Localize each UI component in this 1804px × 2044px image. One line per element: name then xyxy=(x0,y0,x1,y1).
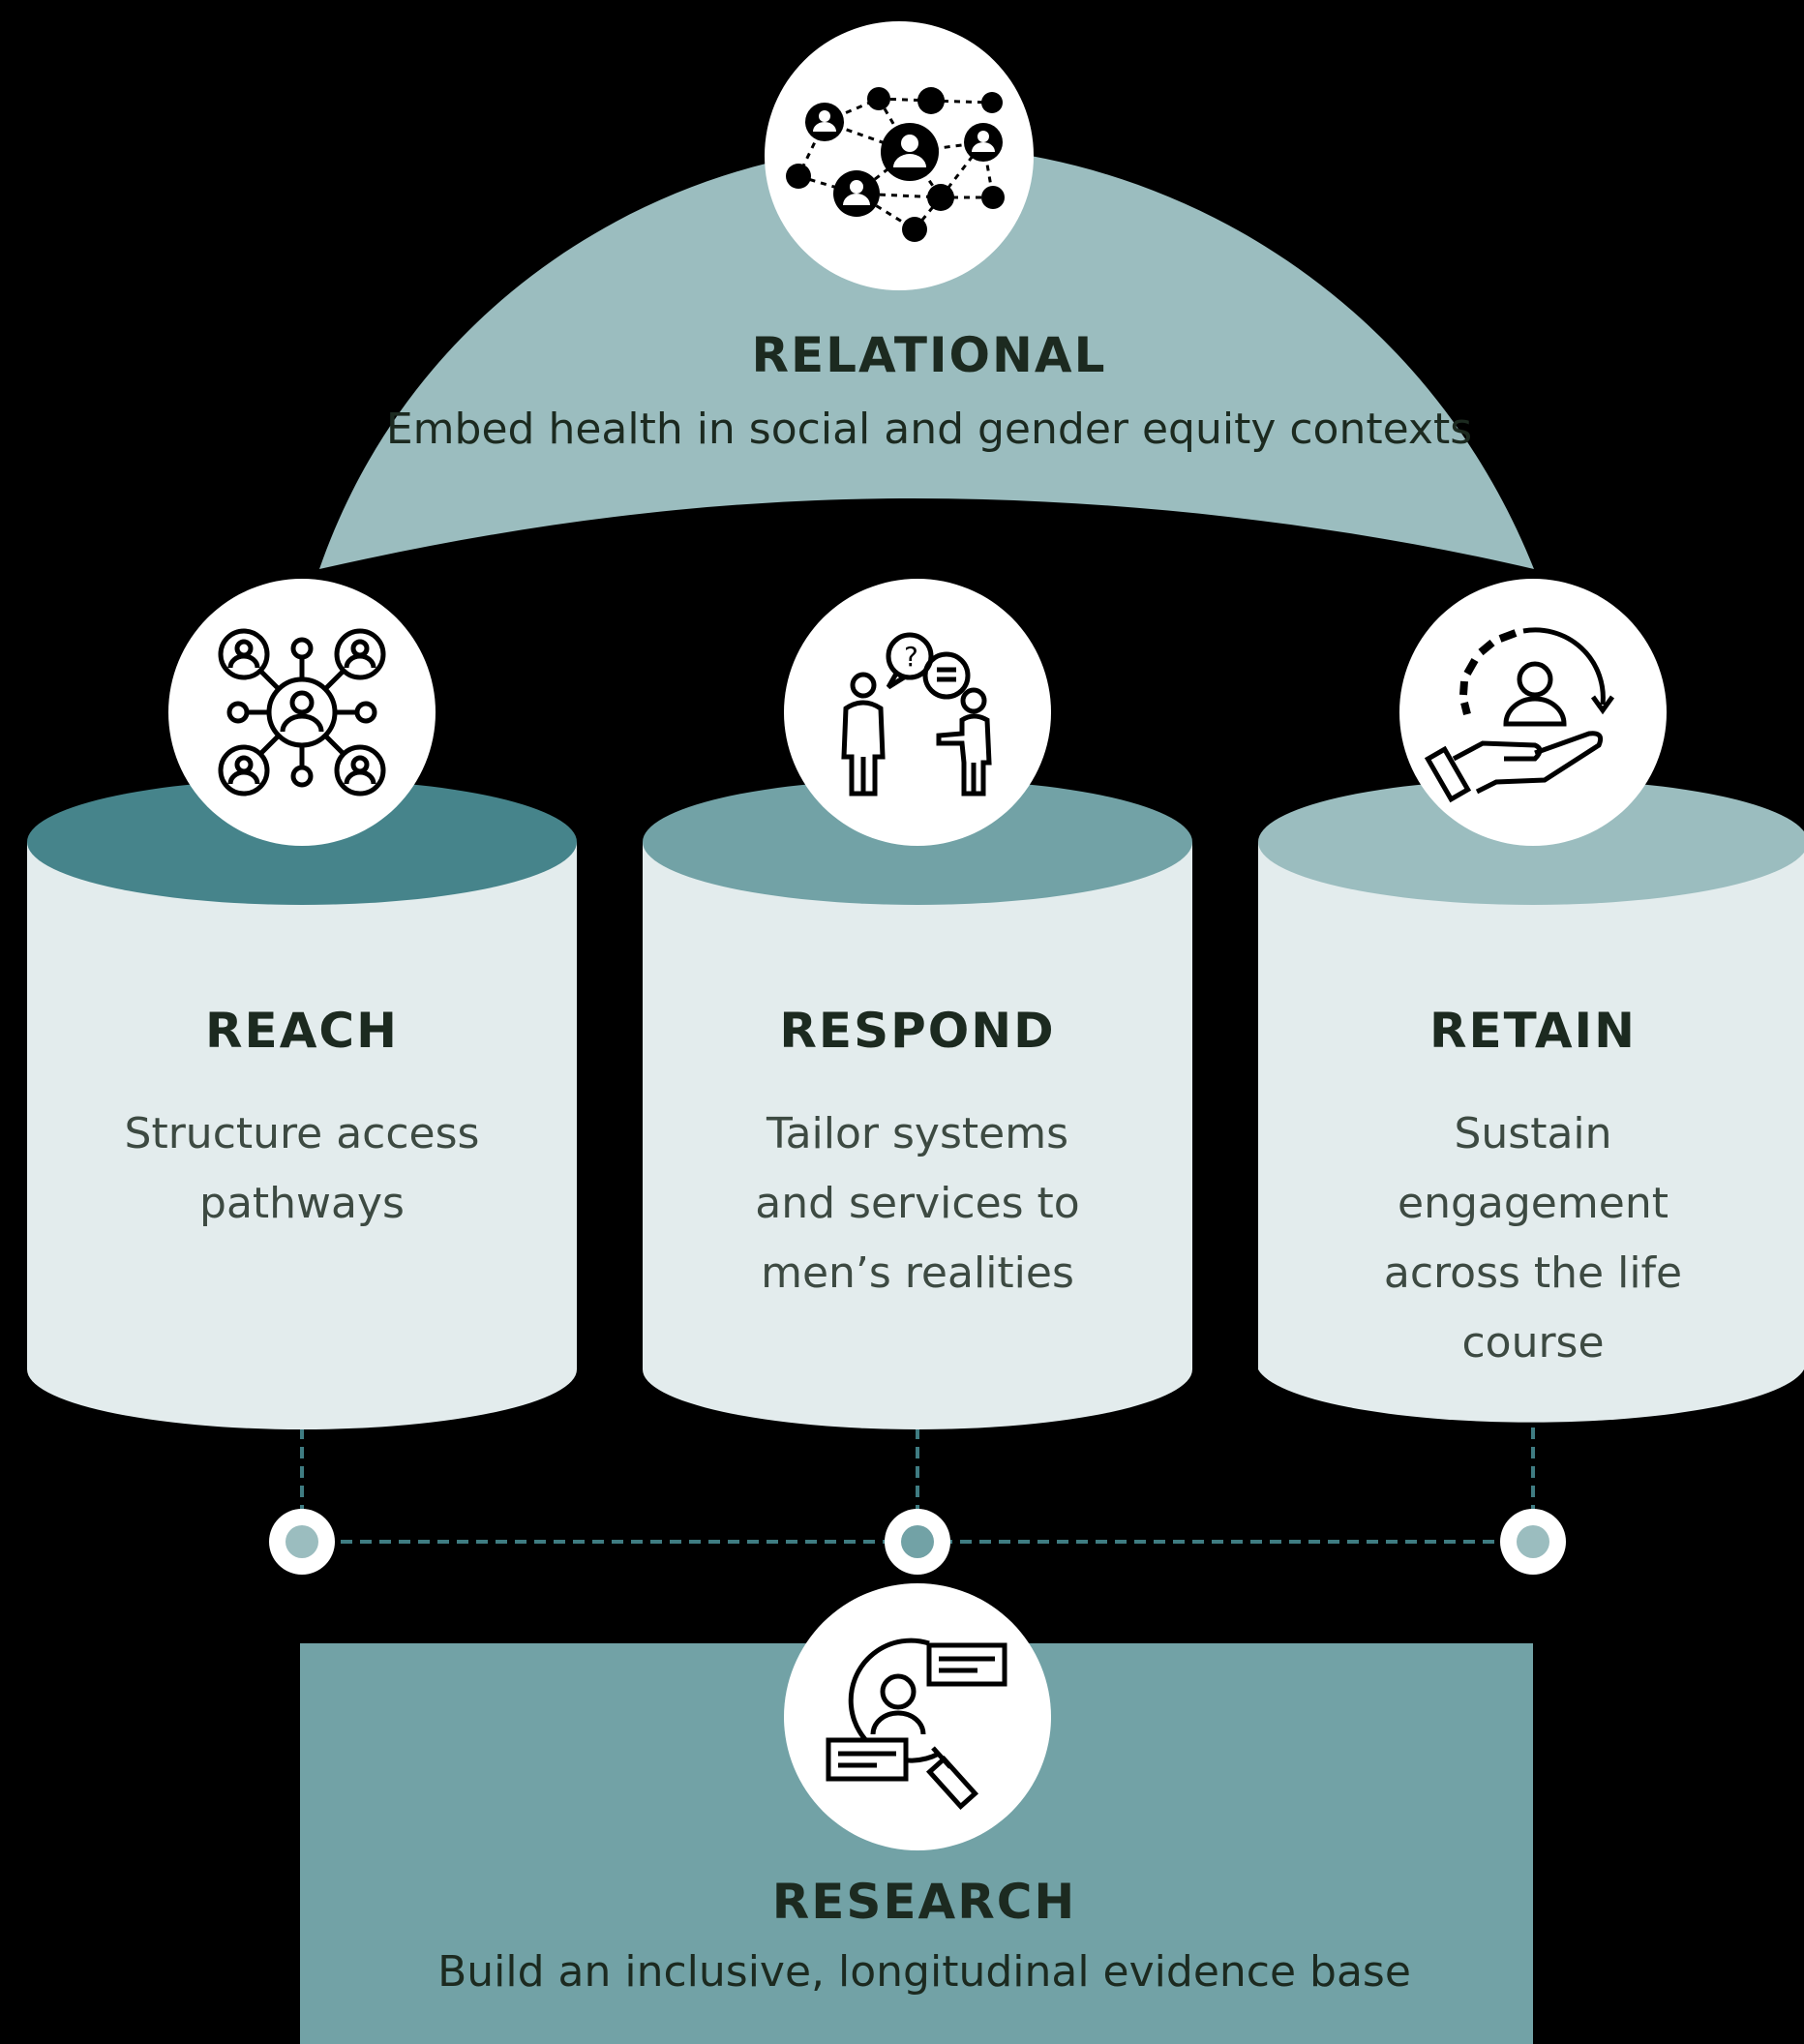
pillar-retain-line: across the life xyxy=(1383,1248,1683,1298)
hand-cycle-person-icon xyxy=(1424,627,1615,803)
conversation-people-icon: ? xyxy=(841,632,992,797)
pillar-reach-description: Structure access pathways xyxy=(27,1099,577,1239)
pillar-retain-line: engagement xyxy=(1398,1179,1669,1228)
reach-icon-circle xyxy=(168,579,436,846)
pillar-respond-line: and services to xyxy=(755,1179,1080,1228)
pillar-respond-line: men’s realities xyxy=(761,1248,1074,1298)
relational-subtitle: Embed health in social and gender equity… xyxy=(385,405,1473,454)
network-people-icon xyxy=(786,87,1005,242)
connector-dot-reach xyxy=(269,1509,335,1575)
pillar-retain-title: RETAIN xyxy=(1428,1003,1638,1059)
research-icon-circle xyxy=(784,1583,1051,1850)
pillar-retain-line: Sustain xyxy=(1454,1109,1612,1158)
pillar-reach-title: REACH xyxy=(205,1003,399,1059)
connector-dot-respond xyxy=(885,1509,950,1575)
pillar-respond-cylinder xyxy=(643,779,1192,1429)
hub-network-icon xyxy=(218,628,386,797)
research-magnifier-icon xyxy=(826,1638,1007,1811)
pillar-retain-description: Sustain engagement across the life cours… xyxy=(1258,1099,1804,1378)
svg-text:?: ? xyxy=(904,641,918,673)
pillar-respond-line: Tailor systems xyxy=(767,1109,1068,1158)
pillar-respond-title: RESPOND xyxy=(779,1003,1056,1059)
pillar-retain-line: course xyxy=(1461,1318,1605,1368)
respond-icon-circle: ? xyxy=(784,579,1051,846)
pillar-retain-cylinder xyxy=(1258,779,1804,1423)
retain-icon-circle xyxy=(1399,579,1667,846)
relational-arch xyxy=(319,145,1534,569)
connector-lines xyxy=(300,1428,1535,1544)
research-title: RESEARCH xyxy=(771,1874,1077,1930)
pillar-reach-line: pathways xyxy=(199,1179,405,1228)
relational-icon-circle xyxy=(765,21,1034,290)
connector-dot-retain xyxy=(1500,1509,1566,1575)
pillar-reach-line: Structure access xyxy=(124,1109,480,1158)
research-subtitle: Build an inclusive, longitudinal evidenc… xyxy=(437,1947,1411,1997)
relational-title: RELATIONAL xyxy=(751,327,1107,383)
pillar-respond-description: Tailor systems and services to men’s rea… xyxy=(643,1099,1192,1308)
